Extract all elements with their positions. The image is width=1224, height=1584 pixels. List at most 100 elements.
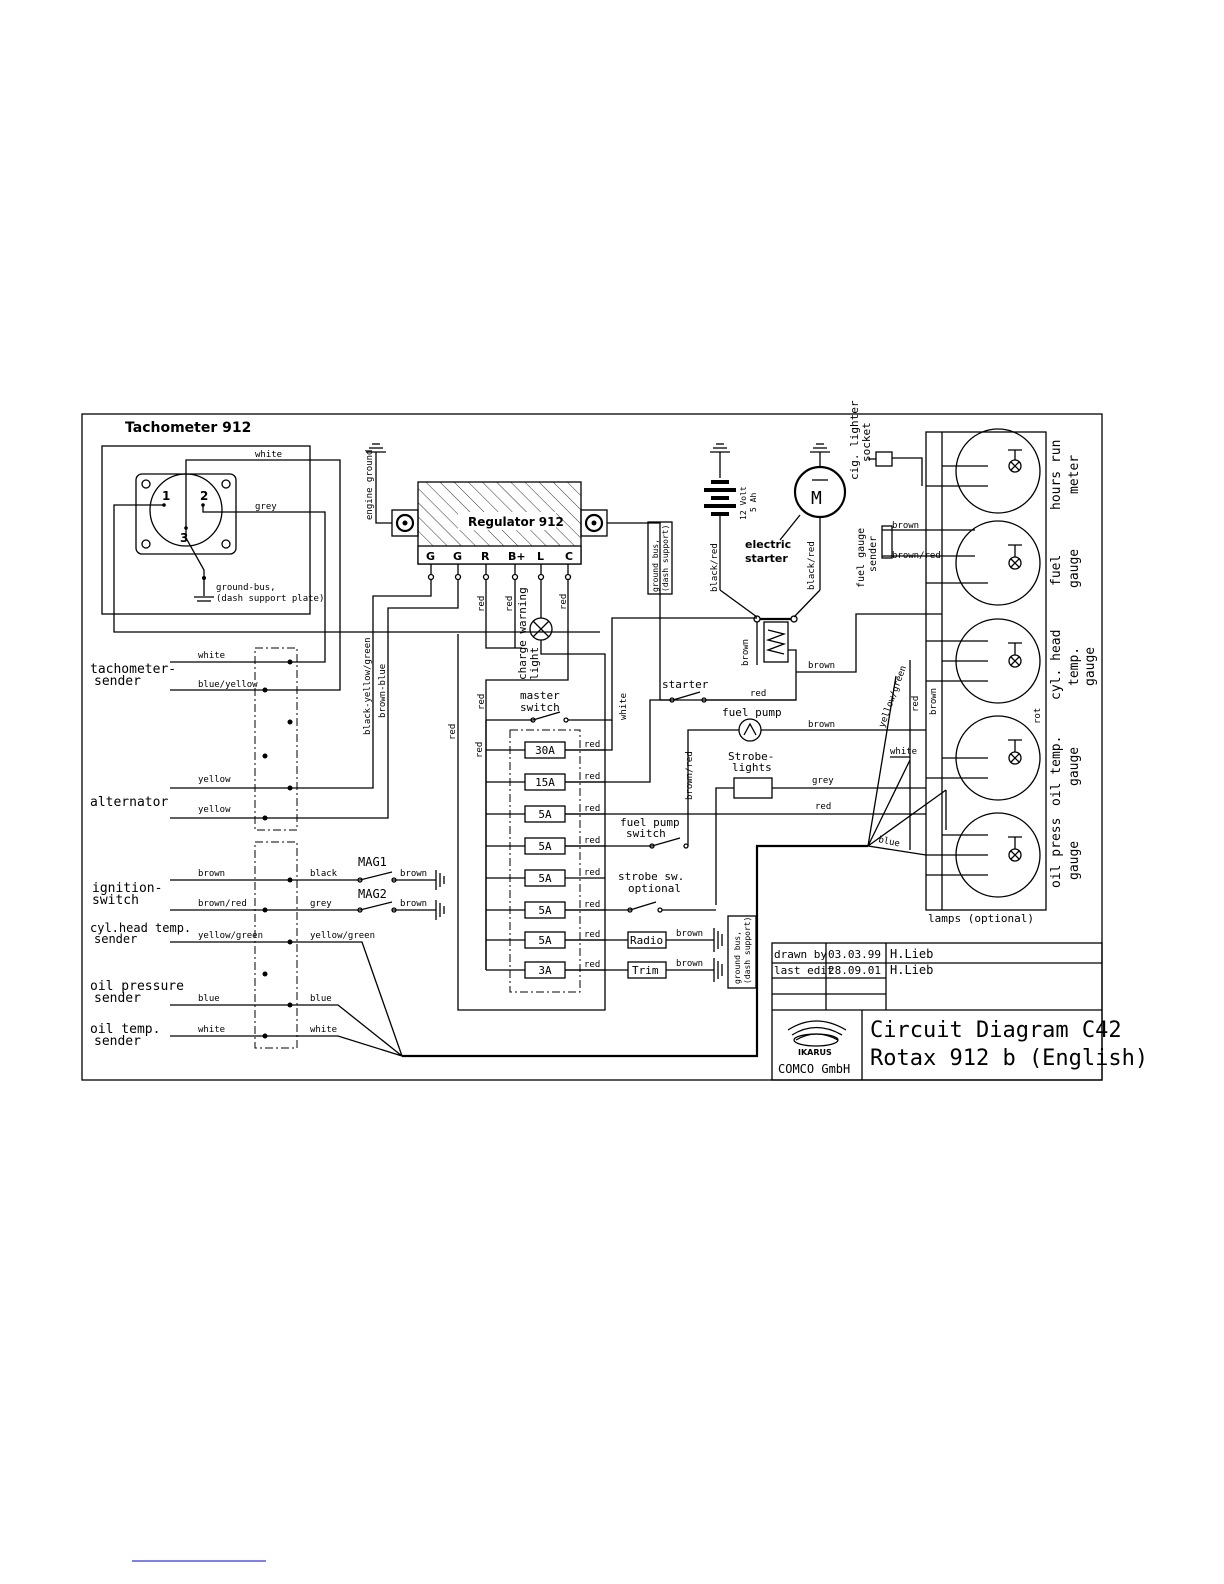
wire-label-white: white <box>255 450 282 460</box>
gauge-fuel <box>955 520 1041 606</box>
strobe-lights <box>733 777 773 799</box>
wire-label-brown: brown <box>929 688 939 715</box>
gauge-label-cyl-head: cyl. head <box>1049 630 1064 700</box>
fuse-rating: 5A <box>538 840 552 853</box>
wire-label-brown: brown <box>808 661 835 671</box>
trim-label: Trim <box>632 964 659 977</box>
tacho-ground-bus: ground-bus, <box>216 583 276 593</box>
strobe-switch-optional: optional <box>628 882 681 895</box>
tachometer: Tachometer 912 1 2 3 white grey ground-b… <box>101 420 600 663</box>
wire-label-red: red <box>584 960 600 970</box>
gauge-label-oil-press: oil press <box>1049 818 1064 888</box>
terminal-c: C <box>565 550 573 563</box>
wire-label-brown: brown <box>676 929 703 939</box>
wire-label-brown-blue: brown-blue <box>378 664 388 718</box>
fuse-rating: 30A <box>535 744 555 757</box>
wire-label-red: red <box>477 694 487 710</box>
wire-label-blue: blue <box>877 835 900 849</box>
wire-label-grey: grey <box>255 502 277 512</box>
battery-capacity: 5 Ah <box>749 493 758 512</box>
ignition-switch-label-2: switch <box>92 893 139 908</box>
wire-label-red: red <box>584 836 600 846</box>
tacho-ground-bus-plate: (dash support plate) <box>216 594 324 604</box>
tachometer-sender-label-2: sender <box>94 674 141 689</box>
wire-label-brown: brown <box>808 720 835 730</box>
wire-label-brown: brown <box>400 899 427 909</box>
wire-label-rot: rot <box>1033 708 1043 724</box>
drawing-frame <box>81 413 1103 1081</box>
cig-lighter-socket: cig. lighter socket <box>848 400 923 486</box>
pin-2-label: 2 <box>200 489 208 503</box>
wire-label-yellow-green: yellow/green <box>310 931 375 941</box>
regulator-title: Regulator 912 <box>468 515 564 529</box>
fuse-rating: 3A <box>538 964 552 977</box>
mag1-label: MAG1 <box>358 855 387 869</box>
wire-label-brown: brown <box>198 869 225 879</box>
wire-label-red: red <box>475 742 485 758</box>
wire-label-red: red <box>584 868 600 878</box>
wire-label-brown: brown <box>741 639 751 666</box>
gauge-hours-run <box>955 428 1041 514</box>
terminal-g1: G <box>426 550 435 563</box>
oil-pressure-sender-label: oil pressure <box>90 979 184 994</box>
fuel-gauge-sender: fuel gauge sender brown brown/red <box>856 521 975 588</box>
fuse-panel-outline <box>509 729 581 993</box>
mag2-label: MAG2 <box>358 887 387 901</box>
connector-pin <box>262 971 268 977</box>
engine-ground-label: engine ground <box>365 450 375 520</box>
terminal-b-plus: B+ <box>508 550 526 563</box>
diagram-title: Circuit Diagram C42 <box>870 1018 1122 1043</box>
charge-warning-label: charge warning <box>516 587 529 680</box>
wire-label-black-red: black/red <box>710 543 720 592</box>
wire-label-brown: brown <box>400 869 427 879</box>
gauge-label-hours: hours run <box>1049 440 1064 510</box>
connector-strip-top <box>254 647 298 831</box>
fuel-sender-label: fuel gauge <box>856 528 867 588</box>
wire-label-red: red <box>750 689 766 699</box>
wire-label-white: white <box>310 1025 337 1035</box>
last-edit-label: last edit <box>774 964 834 977</box>
wire-label-blue: blue <box>198 994 220 1004</box>
gauge-label-oil-temp: oil temp. <box>1049 736 1064 806</box>
oil-temp-sender-label-2: sender <box>94 1034 141 1049</box>
wire-label-brown: brown <box>676 959 703 969</box>
charge-light-label: light <box>528 647 541 680</box>
wire-label-yellow-green: yellow/green <box>877 664 909 729</box>
wire-label-red: red <box>584 772 600 782</box>
fuel-sender-label-2: sender <box>868 536 879 572</box>
wire-label-grey: grey <box>310 899 332 909</box>
connector-pin <box>287 719 293 725</box>
wire-label-white: white <box>890 747 917 757</box>
gauge-label-gauge: gauge <box>1067 549 1082 588</box>
wire-label-red: red <box>477 596 487 612</box>
terminal-g2: G <box>453 550 462 563</box>
wire-label-grey: grey <box>812 776 834 786</box>
last-edit-date: 28.09.01 <box>828 964 881 977</box>
gauges: hours run meter fuel gauge cyl. head tem… <box>909 428 1098 925</box>
fuse-rating: 5A <box>538 872 552 885</box>
last-edit-name: H.Lieb <box>890 963 933 977</box>
left-connectors: tachometer- sender alternator ignition- … <box>90 610 445 1057</box>
comco-logo: IKARUS COMCO GmbH <box>778 1020 850 1076</box>
cig-socket-label: socket <box>860 422 873 462</box>
cyl-head-sender-label: cyl.head temp. <box>90 921 191 935</box>
wire-label-black-red: black/red <box>807 541 817 590</box>
alternator-label: alternator <box>90 795 168 810</box>
wire-label-brown-red: brown/red <box>892 551 941 561</box>
master-switch-label: master <box>520 689 560 702</box>
battery: 12 Volt 5 Ah black/red <box>704 443 758 618</box>
master-switch-label-2: switch <box>520 701 560 714</box>
connector-strip-bottom <box>254 841 298 1049</box>
regulator-ground-bus: ground bus, <box>651 539 660 592</box>
terminal-l: L <box>537 550 544 563</box>
gauge-label-meter: meter <box>1067 455 1082 494</box>
lamp-bus <box>925 431 1047 911</box>
radio-label: Radio <box>630 934 663 947</box>
title-block: drawn by 03.03.99 H.Lieb last edit 28.09… <box>771 942 1148 1081</box>
electric-starter: M electric starter black/red brown <box>659 443 847 701</box>
wire-label-black: black <box>310 869 338 879</box>
wire-label-red: red <box>584 930 600 940</box>
motor-symbol: M <box>811 488 822 509</box>
wire-label-blue-yellow: blue/yellow <box>198 680 258 690</box>
fuel-pump-switch-label-2: switch <box>626 827 666 840</box>
